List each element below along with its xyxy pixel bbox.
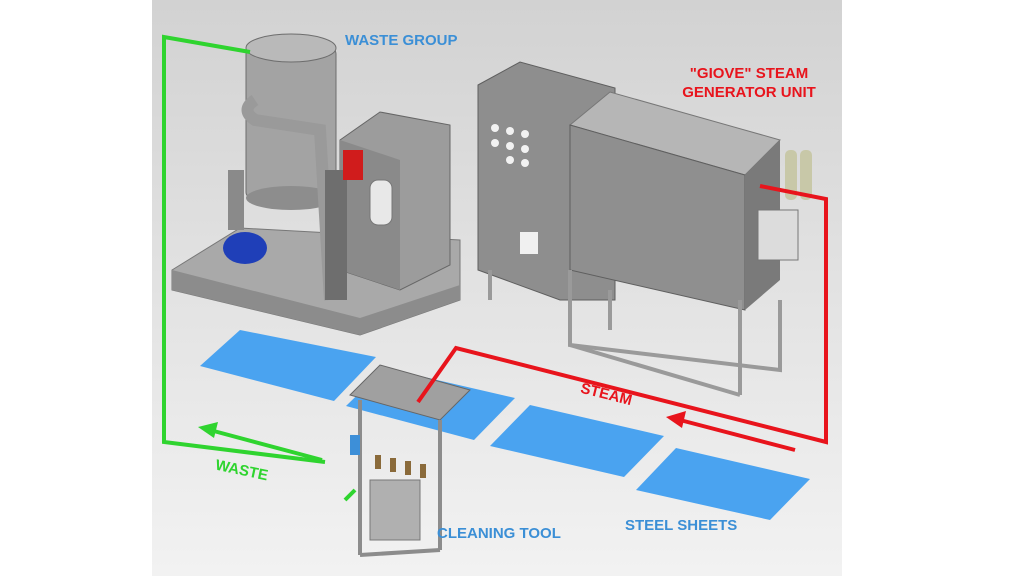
steam-generator-machine: [477, 61, 812, 397]
steam-flow-line: [416, 184, 828, 452]
waste-arrow-icon: [198, 422, 218, 438]
steel-sheet: [490, 405, 664, 477]
steam-generator-label: "GIOVE" STEAM GENERATOR UNIT: [679, 64, 819, 102]
cleaning-tool-machine: [349, 364, 471, 557]
steam-generator-label-line1: "GIOVE" STEAM: [689, 65, 809, 82]
waste-group-machine: [171, 33, 461, 336]
steel-sheet: [636, 448, 810, 520]
cleaning-tool-label: CLEANING TOOL: [437, 525, 561, 542]
waste-group-label: WASTE GROUP: [345, 32, 458, 49]
steam-arrow-icon: [666, 411, 686, 428]
steel-sheets-label: STEEL SHEETS: [625, 517, 738, 534]
steel-sheet: [200, 330, 376, 401]
waste-flow-line: [162, 34, 357, 502]
steam-generator-label-line2: GENERATOR UNIT: [682, 84, 816, 101]
